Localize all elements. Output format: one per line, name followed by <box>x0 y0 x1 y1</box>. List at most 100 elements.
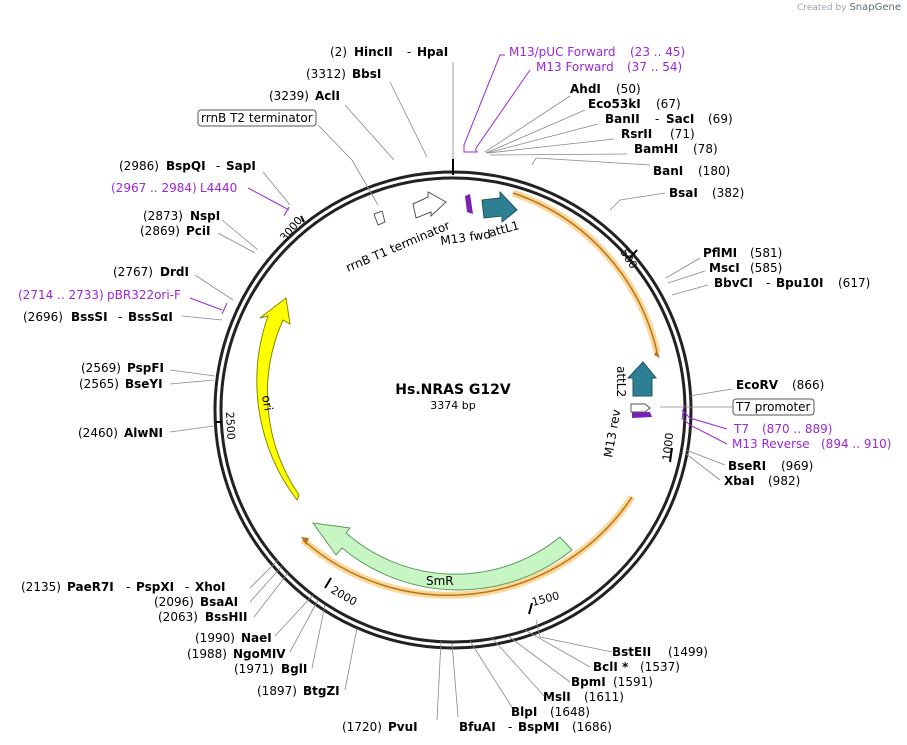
msli-name: MslI <box>543 690 571 704</box>
primer-lines <box>189 54 728 445</box>
bpmi-name: BpmI <box>571 675 606 689</box>
bsteii-name: BstEII <box>612 645 651 659</box>
alwni-pos: (2460) <box>78 426 118 440</box>
tick-500 <box>629 249 638 259</box>
rrnb-t2-box <box>197 109 317 127</box>
leader-lines <box>169 62 733 721</box>
paer7i-pos: (2135) <box>21 580 61 594</box>
rsrii-pos: (71) <box>670 127 695 141</box>
enzymes-left: (2) HincII - HpaI (3312) BbsI (3239) Acl… <box>23 45 448 440</box>
ahdi-name: AhdI <box>570 82 601 96</box>
bspqi-sep: - <box>216 159 220 173</box>
ngomiv-name: NgoMIV <box>233 647 286 661</box>
t7-promoter-label: T7 promoter <box>735 400 811 414</box>
bfuai-name: BfuAI <box>459 720 496 734</box>
backbone-inner <box>219 176 687 644</box>
ori-feature <box>256 297 300 502</box>
sapi-name: SapI <box>226 159 256 173</box>
enzymes-bottom-left: (2135) PaeR7I - PspXI - XhoI (2096) BsaA… <box>21 580 418 734</box>
hincii-name: HincII <box>354 45 393 59</box>
tick-label-1000: 1000 <box>660 432 676 461</box>
pcii-pos: (2869) <box>140 224 180 238</box>
pspxi-sep: - <box>185 580 189 594</box>
tick-3000 <box>300 215 305 223</box>
bamhi-name: BamHI <box>634 142 678 156</box>
pbr322-range: (2714 .. 2733) <box>18 288 104 302</box>
hincii-pos: (2) <box>330 45 347 59</box>
bcli-name: BclI * <box>593 660 629 674</box>
naei-name: NaeI <box>241 631 272 645</box>
t7-range: (870 .. 889) <box>762 422 832 436</box>
bspmi-name: BspMI <box>518 720 559 734</box>
orf-arc-1-head <box>654 350 660 358</box>
bsai-pos: (382) <box>712 186 744 200</box>
bgli-pos: (1971) <box>234 662 274 676</box>
bgli-name: BglI <box>281 662 307 676</box>
t7-name: T7 <box>733 422 749 436</box>
bpmi-pos: (1591) <box>613 675 653 689</box>
naei-pos: (1990) <box>195 631 235 645</box>
m13rev-name: M13 Reverse <box>732 437 810 451</box>
bsssi-sep: - <box>118 310 122 324</box>
smr-label: SmR <box>426 574 454 588</box>
bspqi-pos: (2986) <box>119 159 159 173</box>
drdi-pos: (2767) <box>113 265 153 279</box>
xbai-name: XbaI <box>724 474 754 488</box>
m13-fwd-feature <box>465 194 473 214</box>
m13puc-range: (23 .. 45) <box>630 45 685 59</box>
m13-rev-feature <box>632 412 652 418</box>
ngomiv-pos: (1988) <box>187 647 227 661</box>
bani-name: BanI <box>653 164 683 178</box>
tick-1500 <box>528 602 533 615</box>
drdi-name: DrdI <box>160 265 189 279</box>
bsssi-pos: (2696) <box>23 310 63 324</box>
ori-label: ori <box>259 394 275 412</box>
orf-arc-2-core <box>302 496 633 596</box>
paer7i-sep: - <box>126 580 130 594</box>
bsshii-pos: (2063) <box>158 610 198 624</box>
bbvci-name: BbvCI <box>714 276 753 290</box>
tick-1000 <box>669 447 673 463</box>
boxed-labels: rrnB T2 terminator T7 promoter <box>197 109 815 416</box>
watermark-text: Created by <box>797 3 847 13</box>
hincii-sep: - <box>407 45 411 59</box>
plasmid-length: 3374 bp <box>430 399 475 412</box>
m13fwd-name: M13 Forward <box>536 60 614 74</box>
tick-label-1500: 1500 <box>530 589 560 609</box>
bbvci-pos: (617) <box>838 276 870 290</box>
xbai-pos: (982) <box>768 474 800 488</box>
bpu10i-name: Bpu10I <box>776 276 823 290</box>
m13puc-name: M13/pUC Forward <box>509 45 616 59</box>
msci-pos: (585) <box>750 261 782 275</box>
t7-promoter-feature <box>630 403 651 413</box>
orf-arc-2-head <box>301 537 309 545</box>
eco53ki-pos: (67) <box>656 97 681 111</box>
bfuai-sep: - <box>508 720 512 734</box>
nspi-name: NspI <box>190 209 220 223</box>
rrnb-t2-label: rrnB T2 terminator <box>201 111 313 125</box>
blpi-name: BlpI <box>511 705 537 719</box>
pspfi-name: PspFI <box>127 361 164 375</box>
bbsi-name: BbsI <box>352 67 381 81</box>
ecorv-name: EcoRV <box>736 378 779 392</box>
bsaai-name: BsaAI <box>200 595 238 609</box>
saci-name: SacI <box>666 112 694 126</box>
pflmi-name: PflMI <box>703 246 737 260</box>
attl1-feature <box>481 190 518 224</box>
orf-arcs <box>300 189 661 599</box>
hpai-name: HpaI <box>417 45 448 59</box>
t7-promoter-box <box>732 398 815 416</box>
eco53ki-name: Eco53kI <box>588 97 641 111</box>
bcli-pos: (1537) <box>640 660 680 674</box>
m13fwd-range: (37 .. 54) <box>627 60 682 74</box>
attl1-label: attL1 <box>487 218 521 240</box>
bseyi-pos: (2565) <box>79 377 119 391</box>
orf-arc-1 <box>511 189 661 353</box>
banii-name: BanII <box>605 112 640 126</box>
orf-arc-1-core <box>512 192 658 353</box>
pbr322-name: pBR322ori-F <box>107 288 181 302</box>
blpi-pos: (1648) <box>550 705 590 719</box>
bseri-name: BseRI <box>728 459 766 473</box>
bbsi-pos: (3312) <box>306 67 346 81</box>
